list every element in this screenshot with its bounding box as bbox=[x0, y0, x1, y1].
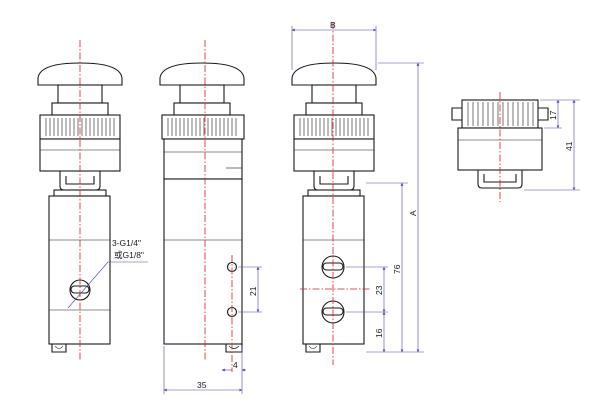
dim-35-label: 35 bbox=[197, 380, 207, 390]
dim-16-label: 16 bbox=[374, 328, 384, 338]
front-view: 3-G1/4" 或G1/8" bbox=[37, 40, 148, 360]
dim-76-label: 76 bbox=[392, 264, 402, 274]
dimensioned-view: B A 76 23 16 bbox=[291, 20, 424, 365]
side-view: 21 35 4 bbox=[159, 40, 262, 394]
dim-21-label: 21 bbox=[248, 286, 258, 296]
dim-41-label: 41 bbox=[564, 141, 574, 151]
dim-a-label: A bbox=[408, 210, 418, 216]
port-thread-label: 3-G1/4" bbox=[112, 238, 141, 248]
top-view: 17 41 bbox=[451, 92, 580, 202]
dim-17-label: 17 bbox=[548, 110, 558, 120]
dim-4-label: 4 bbox=[233, 360, 238, 370]
port-thread-alt-label: 或G1/8" bbox=[114, 250, 144, 260]
dim-b-label: B bbox=[330, 20, 336, 30]
dim-23-label: 23 bbox=[374, 285, 384, 295]
